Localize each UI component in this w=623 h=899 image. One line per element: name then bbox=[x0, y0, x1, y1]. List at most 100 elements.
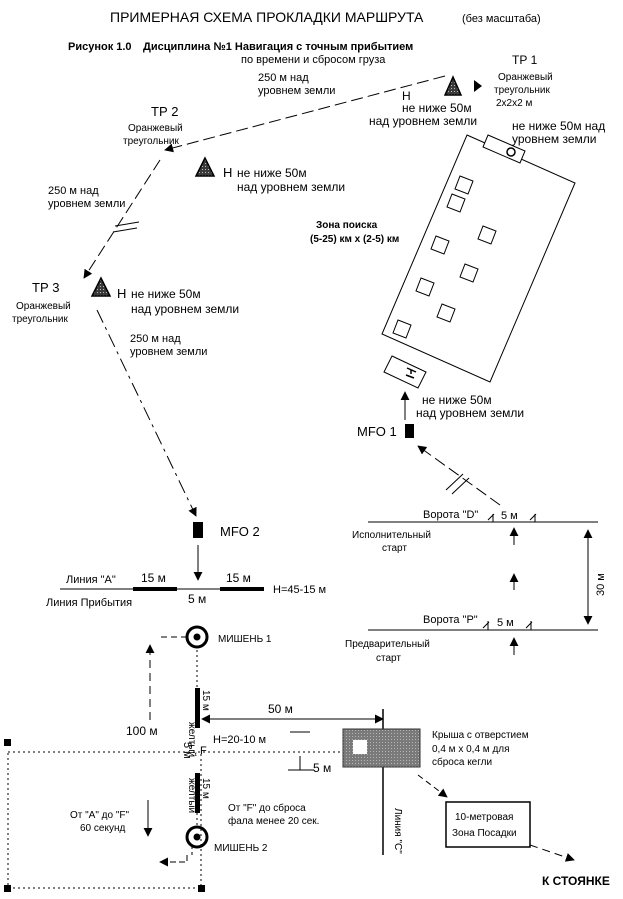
gate-d-width: 5 м bbox=[501, 510, 518, 522]
target1-center bbox=[193, 633, 201, 641]
yellow-bottom-length: 15 м bbox=[200, 778, 211, 799]
route-leg-gate-mfo1 bbox=[417, 445, 501, 506]
search-zone bbox=[381, 134, 576, 389]
leg-tp2-tp3-line2: уровнем земли bbox=[48, 198, 125, 210]
square-corner-br bbox=[198, 885, 205, 892]
gate-p-start-2: старт bbox=[376, 653, 401, 664]
gate-p-width: 5 м bbox=[497, 617, 514, 629]
mfo1-alt-1: не ниже 50м bbox=[422, 393, 492, 407]
target2-center bbox=[193, 833, 201, 841]
leg-break-mark bbox=[451, 477, 470, 495]
line-c-label: Линия "С" bbox=[392, 808, 403, 854]
target2-exit-arrow bbox=[159, 855, 188, 867]
line-a-seg-right: 15 м bbox=[226, 571, 251, 585]
gate-distance: 30 м bbox=[595, 573, 607, 596]
square-corner-bl bbox=[4, 885, 11, 892]
tp2-alt-2: над уровнем земли bbox=[237, 180, 345, 194]
tp2-h-mark: Н bbox=[223, 165, 232, 180]
tp1-triangle-icon bbox=[443, 75, 463, 96]
tp2-desc-2: треугольник bbox=[123, 136, 180, 147]
line-f-dist-100: 100 м bbox=[126, 724, 158, 738]
tp1-alt-right-box: не ниже 50м над уровнем земли bbox=[512, 120, 606, 146]
leg-tp2-tp1-line2: уровнем земли bbox=[258, 85, 335, 97]
landing-line-2: Зона Посадки bbox=[452, 828, 517, 839]
search-zone-title: Зона поиска bbox=[316, 220, 378, 231]
leg-break-mark bbox=[445, 473, 464, 491]
tp3-alt-1: не ниже 50м bbox=[131, 287, 201, 301]
landing-zone bbox=[445, 801, 531, 848]
line-f-mark: F bbox=[200, 745, 207, 757]
tp3-desc-1: Оранжевый bbox=[16, 301, 71, 312]
route-leg-tp3-mfo2 bbox=[96, 309, 197, 517]
line-f-gap: 5 м bbox=[181, 742, 193, 759]
line-a-arrival: Линия Прибытия bbox=[46, 597, 132, 609]
roof-line-1: Крыша с отверстием bbox=[432, 730, 529, 741]
scale-note: (без масштаба) bbox=[462, 13, 541, 25]
tp2-triangle-icon bbox=[194, 156, 216, 177]
square-corner-tl bbox=[4, 739, 11, 746]
line-a-label: Линия "А" bbox=[66, 574, 116, 586]
landing-to-parking-arrow bbox=[529, 844, 575, 862]
mfo1-label: MFO 1 bbox=[357, 424, 397, 439]
line-a-height: Н=45-15 м bbox=[273, 584, 326, 596]
roof-to-landing-arrow bbox=[417, 774, 448, 798]
leg-break-mark bbox=[112, 227, 138, 233]
tp3-alt-2: над уровнем земли bbox=[131, 302, 239, 316]
zone-entry-marker-icon bbox=[506, 147, 516, 157]
line-a-segment-right bbox=[220, 587, 264, 591]
yellow-segment-top bbox=[195, 688, 200, 728]
line-f-height: Н=20-10 м bbox=[213, 734, 266, 746]
time-f-line-2: фала менее 20 сек. bbox=[228, 815, 319, 827]
tp1-alt-right: не ниже 50м над уровнем земли bbox=[512, 120, 606, 146]
yellow-segment-bottom bbox=[195, 773, 200, 813]
target1-label: МИШЕНЬ 1 bbox=[218, 634, 272, 645]
gate-d-label: Ворота "D" bbox=[423, 509, 478, 521]
search-zone-outline bbox=[381, 134, 576, 383]
leg-tp2-tp3-line1: 250 м над bbox=[48, 185, 99, 197]
zone-entry-tab bbox=[482, 134, 526, 164]
time-af-line-1: От "А" до "F" bbox=[70, 810, 130, 821]
tp1-desc-2: треугольник bbox=[494, 85, 551, 96]
dotted-square bbox=[7, 751, 202, 889]
roof-hole bbox=[353, 740, 367, 754]
parking-label: К СТОЯНКЕ bbox=[542, 874, 610, 888]
line-a-seg-left: 15 м bbox=[141, 571, 166, 585]
target2-icon bbox=[185, 825, 209, 849]
search-zone-size: (5-25) км х (2-5) км bbox=[310, 234, 399, 245]
gate-p-flags bbox=[482, 621, 533, 629]
mfo2-marker bbox=[193, 522, 203, 538]
page-title: ПРИМЕРНАЯ СХЕМА ПРОКЛАДКИ МАРШРУТА bbox=[110, 9, 424, 25]
zone-exit-marker-icon bbox=[405, 367, 417, 379]
gate-p-label: Ворота "P" bbox=[423, 614, 478, 626]
time-af-line-2: 60 секунд bbox=[80, 823, 125, 834]
leg-tp2-tp1-line1: 250 м над bbox=[258, 72, 309, 84]
tp2-label: ТР 2 bbox=[151, 104, 178, 119]
tp2-alt-1: не ниже 50м bbox=[237, 166, 307, 180]
gate-d-flags bbox=[487, 513, 537, 521]
roof-line-2: 0,4 м х 0,4 м для bbox=[432, 744, 510, 755]
tp3-h-mark: Н bbox=[117, 286, 126, 301]
route-leg-tp2-tp3 bbox=[83, 159, 161, 279]
gate-d-start-2: старт bbox=[382, 543, 407, 554]
route-leg-tp1-tp2 bbox=[164, 75, 446, 153]
gate-p-start: Предварительный bbox=[345, 639, 430, 650]
target2-label: МИШЕНЬ 2 bbox=[214, 843, 268, 854]
yellow-top-length: 15 м bbox=[200, 690, 211, 711]
leg-tp3-mfo2-line2: уровнем земли bbox=[130, 346, 207, 358]
discipline-subtitle: по времени и сбросом груза bbox=[241, 54, 386, 66]
tp1-size: 2х2х2 м bbox=[496, 98, 532, 109]
tp2-desc-1: Оранжевый bbox=[128, 123, 183, 134]
line-a-gap: 5 м bbox=[188, 592, 206, 606]
mfo2-label: MFO 2 bbox=[220, 524, 260, 539]
line-a-segment-left bbox=[133, 587, 177, 591]
tp3-label: ТР 3 bbox=[32, 280, 59, 295]
tp1-desc-1: Оранжевый bbox=[498, 72, 553, 83]
discipline-title: Дисциплина №1 Навигация с точным прибыти… bbox=[143, 41, 413, 53]
tp1-h-mark: Н bbox=[402, 89, 411, 103]
zone-exit-tab bbox=[383, 355, 427, 389]
line-f-offset: 5 м bbox=[313, 761, 331, 775]
leg-tp3-mfo2-line1: 250 м над bbox=[130, 333, 181, 345]
tp1-label: ТР 1 bbox=[512, 53, 538, 67]
tp1-alt-2: над уровнем земли bbox=[369, 114, 477, 128]
